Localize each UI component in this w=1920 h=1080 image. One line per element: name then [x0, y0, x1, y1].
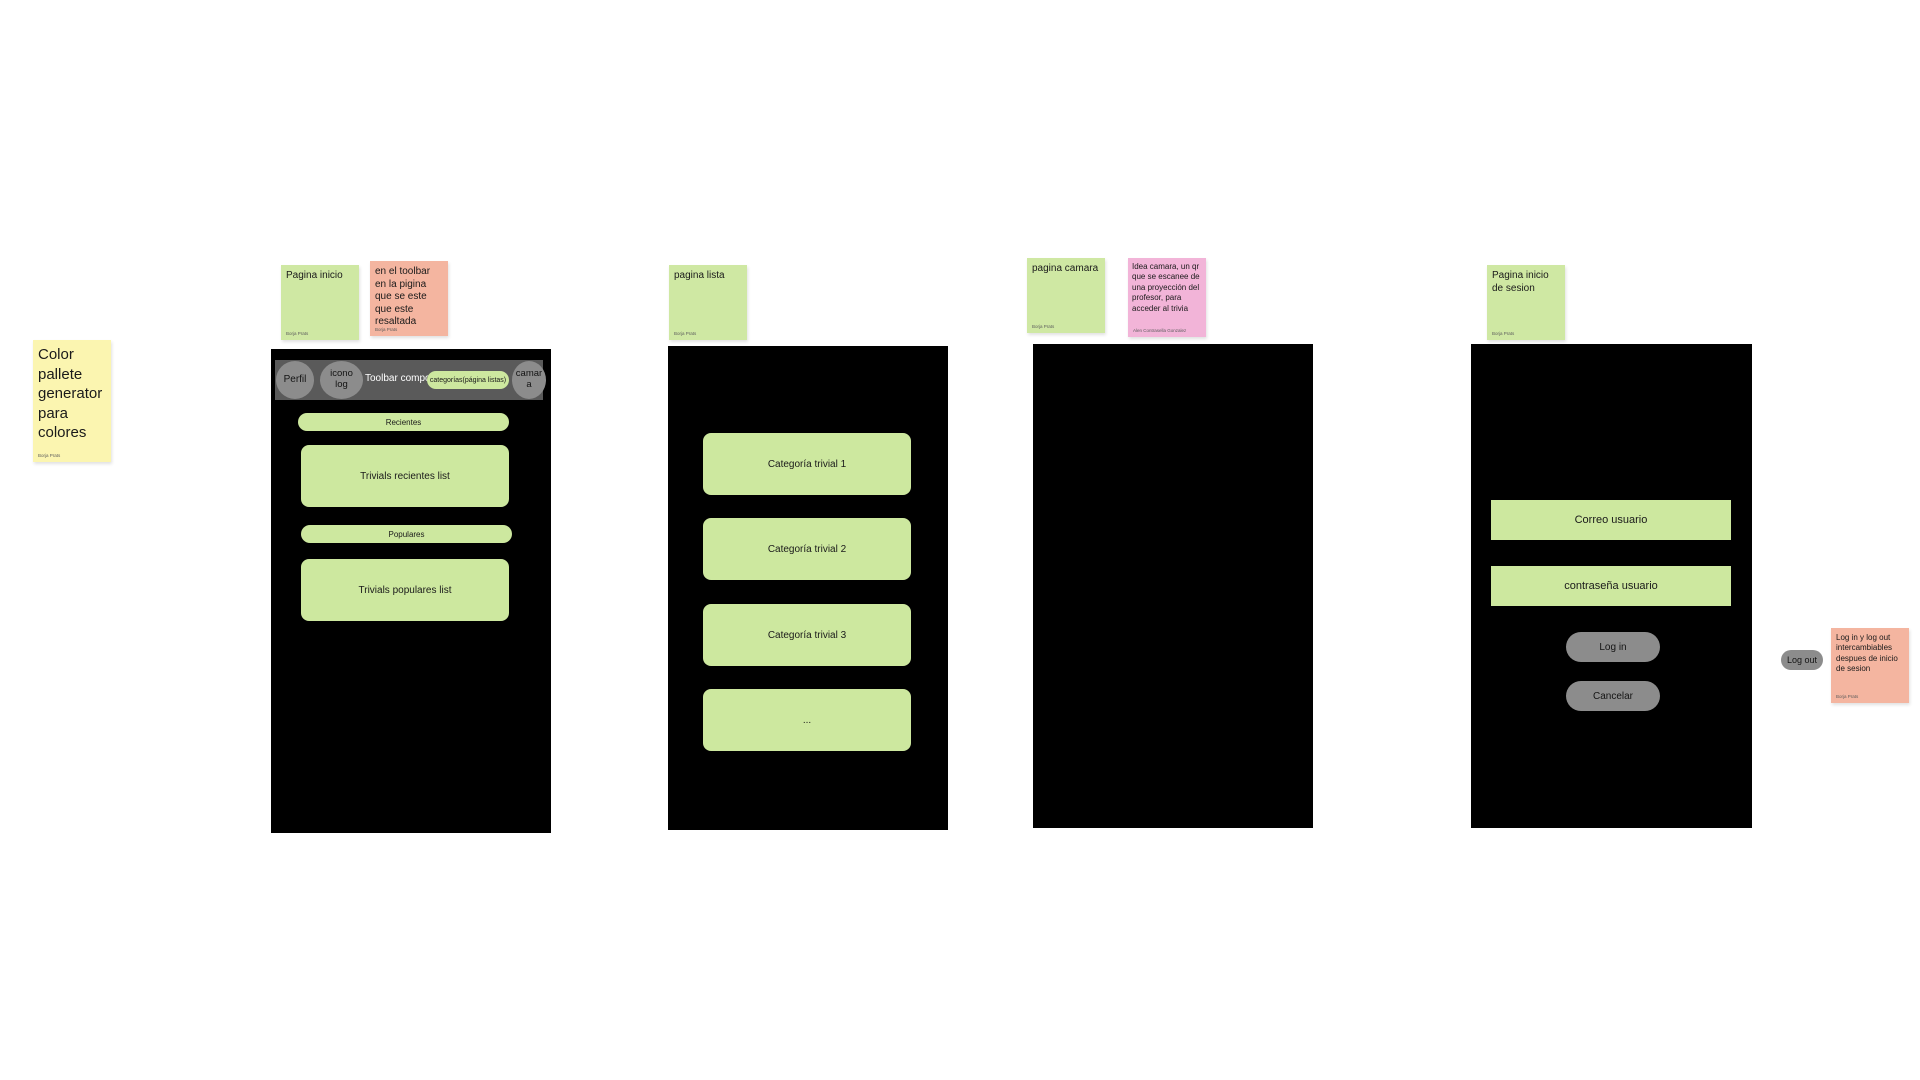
category-item-label: Categoría trivial 3 — [767, 629, 847, 641]
sticky-note-author: Borja Prats — [286, 331, 309, 336]
category-item-label: ... — [802, 714, 812, 726]
category-item-3[interactable]: Categoría trivial 3 — [703, 604, 911, 666]
sticky-note-toolbar-highlight[interactable]: en el toolbar en la pigina que se este q… — [370, 261, 448, 336]
email-field[interactable]: Correo usuario — [1491, 500, 1731, 540]
password-field[interactable]: contraseña usuario — [1491, 566, 1731, 606]
phone-frame-login: Correo usuario contraseña usuario Log in… — [1471, 344, 1752, 828]
sticky-note-text: en el toolbar en la pigina que se este q… — [375, 266, 431, 327]
category-item-2[interactable]: Categoría trivial 2 — [703, 518, 911, 580]
sticky-note-author: Borja Prats — [1492, 331, 1515, 336]
recent-trivials-list-label: Trivials recientes list — [360, 470, 450, 482]
sticky-note-text: Idea camara, un qr que se escanee de una… — [1132, 262, 1200, 313]
camera-button-label: camar a — [515, 368, 543, 390]
logout-button[interactable]: Log out — [1781, 650, 1823, 670]
sticky-note-author: Borja Prats — [1032, 324, 1055, 329]
camera-button[interactable]: camar a — [512, 361, 546, 399]
category-item-more[interactable]: ... — [703, 689, 911, 751]
sticky-note-author: Alen Contrasella Gonzalez — [1133, 328, 1187, 333]
sticky-note-author: Borja Prats — [1836, 694, 1859, 699]
toolbar: Perfil icono log Toolbar compo categoría… — [275, 360, 546, 400]
phone-frame-list: Categoría trivial 1 Categoría trivial 2 … — [668, 346, 948, 830]
sticky-note-color-palette[interactable]: Color pallete generator para colores Bor… — [33, 340, 111, 462]
sticky-note-text: Pagina inicio de sesion — [1492, 270, 1549, 294]
category-item-label: Categoría trivial 2 — [767, 543, 847, 555]
login-button[interactable]: Log in — [1566, 632, 1660, 662]
category-item-label: Categoría trivial 1 — [767, 458, 847, 470]
categories-tab[interactable]: categorías(página listas) — [427, 371, 509, 389]
sticky-note-author: Borja Prats — [38, 453, 61, 458]
password-field-label: contraseña usuario — [1564, 580, 1658, 592]
sticky-note-author: Borja Prats — [674, 331, 697, 336]
sticky-note-text: pagina lista — [674, 270, 725, 281]
profile-button[interactable]: Perfil — [276, 361, 314, 399]
phone-frame-home: Perfil icono log Toolbar compo categoría… — [271, 349, 551, 833]
populares-header: Populares — [301, 525, 512, 543]
cancel-button[interactable]: Cancelar — [1566, 681, 1660, 711]
phone-frame-camera — [1033, 344, 1313, 828]
sticky-note-text: pagina camara — [1032, 263, 1099, 274]
category-item-1[interactable]: Categoría trivial 1 — [703, 433, 911, 495]
recent-trivials-list[interactable]: Trivials recientes list — [301, 445, 509, 507]
popular-trivials-list-label: Trivials populares list — [358, 584, 452, 596]
log-icon-button[interactable]: icono log — [320, 361, 363, 399]
sticky-note-text: Pagina inicio — [286, 270, 343, 281]
sticky-note-pagina-camara[interactable]: pagina camara Borja Prats — [1027, 258, 1105, 333]
login-button-label: Log in — [1599, 641, 1627, 653]
cancel-button-label: Cancelar — [1592, 690, 1634, 702]
categories-tab-label: categorías(página listas) — [429, 376, 507, 384]
sticky-note-login-logout[interactable]: Log in y log out intercambiables despues… — [1831, 628, 1909, 703]
popular-trivials-list[interactable]: Trivials populares list — [301, 559, 509, 621]
sticky-note-pagina-inicio[interactable]: Pagina inicio Borja Prats — [281, 265, 359, 340]
sticky-note-pagina-lista[interactable]: pagina lista Borja Prats — [669, 265, 747, 340]
log-icon-label: icono log — [330, 368, 353, 390]
sticky-note-camera-idea[interactable]: Idea camara, un qr que se escanee de una… — [1128, 258, 1206, 337]
sticky-note-pagina-login[interactable]: Pagina inicio de sesion Borja Prats — [1487, 265, 1565, 340]
sticky-note-author: Borja Prats — [375, 327, 398, 332]
sticky-note-text: Color pallete generator para colores — [38, 346, 103, 441]
toolbar-title: Toolbar compo — [365, 373, 431, 384]
logout-button-label: Log out — [1786, 655, 1818, 665]
email-field-label: Correo usuario — [1574, 514, 1648, 526]
recientes-header: Recientes — [298, 413, 509, 431]
profile-button-label: Perfil — [283, 374, 307, 386]
sticky-note-text: Log in y log out intercambiables despues… — [1836, 633, 1898, 674]
populares-header-label: Populares — [388, 529, 425, 539]
recientes-header-label: Recientes — [385, 417, 422, 427]
